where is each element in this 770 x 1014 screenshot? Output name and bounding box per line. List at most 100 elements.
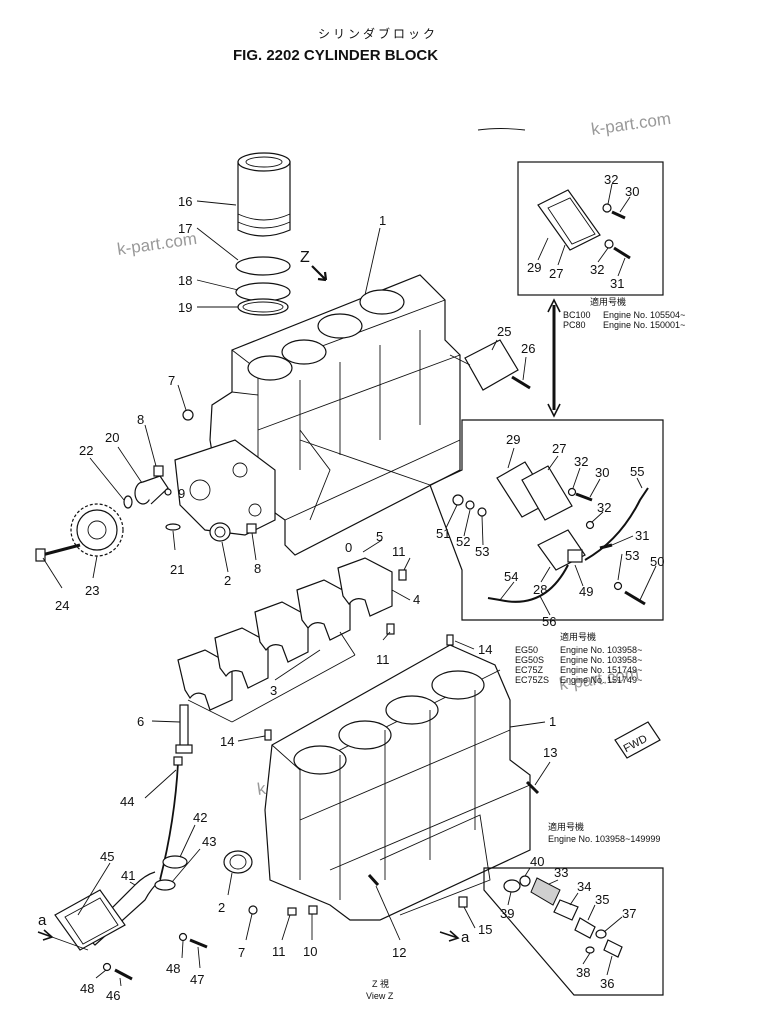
figure-title: FIG. 2202 CYLINDER BLOCK xyxy=(233,47,438,64)
bolt-46 xyxy=(114,968,133,981)
callout-50: 50 xyxy=(650,554,664,569)
washer-53 xyxy=(477,507,487,517)
cap-42 xyxy=(162,855,188,869)
callout-2: 2 xyxy=(224,573,231,588)
callout-29: 29 xyxy=(527,260,541,275)
callout-24: 24 xyxy=(55,598,69,613)
washer-48a xyxy=(178,932,188,942)
callout-9: 9 xyxy=(178,486,185,501)
side-cover-middle xyxy=(496,461,573,521)
bolt-11a xyxy=(398,569,407,581)
dowel-8 xyxy=(153,465,164,477)
model-pc80: PC80 xyxy=(563,320,586,330)
o-ring-19-inner xyxy=(242,301,284,313)
bushing-2 xyxy=(209,522,231,542)
callout-53: 53 xyxy=(625,548,639,563)
bushing-2-bore xyxy=(214,526,226,538)
callout-44: 44 xyxy=(120,794,134,809)
applicability-heading: 適用号機 xyxy=(548,821,584,832)
bolt-47 xyxy=(189,938,208,949)
gasket-39 xyxy=(503,879,521,893)
cylinder-block-lower xyxy=(264,644,531,921)
washer-32a xyxy=(602,203,612,213)
bushing-2b xyxy=(223,850,253,874)
callout-32: 32 xyxy=(574,454,588,469)
callout-35: 35 xyxy=(595,892,609,907)
breather-49 xyxy=(567,549,583,563)
callout-8: 8 xyxy=(137,412,144,427)
engine-range: Engine No. 151749~ xyxy=(560,665,642,675)
view-arrow xyxy=(311,265,328,282)
callout-11: 11 xyxy=(272,944,286,959)
connector-34 xyxy=(553,899,579,921)
callout-36: 36 xyxy=(600,976,614,991)
detail-box-top xyxy=(517,161,664,296)
main-bearing-caps xyxy=(177,557,393,711)
callout-20: 20 xyxy=(105,430,119,445)
callout-26: 26 xyxy=(521,341,535,356)
washer-32c xyxy=(567,487,577,497)
callout-30: 30 xyxy=(625,184,639,199)
bolt-14b xyxy=(264,729,272,741)
callout-37: 37 xyxy=(622,906,636,921)
view-label: View Z xyxy=(366,991,394,1001)
detail-box-middle xyxy=(429,419,664,621)
section-arrow-right xyxy=(439,930,460,942)
breather-tube-55 xyxy=(584,487,649,561)
cap-bolt-6 xyxy=(179,704,189,751)
callout-19: 19 xyxy=(178,300,192,315)
callout-34: 34 xyxy=(577,879,591,894)
section-letter-right: a xyxy=(461,929,470,946)
view-label-jp: Z 視 xyxy=(372,978,389,989)
cover-plate-25 xyxy=(464,339,519,391)
section-letter-left: a xyxy=(38,912,47,929)
pin-9 xyxy=(164,488,172,496)
callout-33: 33 xyxy=(554,865,568,880)
callout-54: 54 xyxy=(504,569,518,584)
o-ring-37 xyxy=(595,929,607,939)
callout-3: 3 xyxy=(270,683,277,698)
callout-1: 1 xyxy=(379,213,386,228)
callout-1: 1 xyxy=(549,714,556,729)
washer-32b xyxy=(604,239,614,249)
washer-32d xyxy=(585,520,595,530)
callout-10: 10 xyxy=(303,944,317,959)
bolt-24 xyxy=(41,543,81,557)
applicability-heading: 適用号機 xyxy=(560,631,596,642)
callout-52: 52 xyxy=(456,534,470,549)
plug-7 xyxy=(182,409,194,421)
gasket-52 xyxy=(465,500,475,510)
callout-4: 4 xyxy=(413,592,420,607)
alternative-arrow-heads xyxy=(547,298,561,418)
bolt-11b xyxy=(386,623,395,635)
cap-group-line xyxy=(231,631,356,723)
model-eg50: EG50 xyxy=(515,645,538,655)
bolt-30 xyxy=(611,210,626,220)
callout-2: 2 xyxy=(218,900,225,915)
callout-47: 47 xyxy=(190,972,204,987)
callout-31: 31 xyxy=(610,276,624,291)
fwd-indicator: FWD xyxy=(614,721,661,759)
bolt-30b xyxy=(575,492,593,502)
dowel-8b xyxy=(246,523,257,534)
gasket-43 xyxy=(154,879,176,891)
callout-43: 43 xyxy=(202,834,216,849)
breather-tube-54 xyxy=(487,564,569,603)
idler-shaft xyxy=(134,475,169,505)
decorative-stroke xyxy=(477,128,526,131)
watermark: k-part.com xyxy=(590,109,672,139)
callout-28: 28 xyxy=(533,582,547,597)
bolt-31 xyxy=(613,246,631,260)
cap-bolt-6-head xyxy=(175,744,193,754)
callout-15: 15 xyxy=(478,922,492,937)
callout-14: 14 xyxy=(220,734,234,749)
plug-12 xyxy=(367,873,380,887)
engine-range: Engine No. 150001~ xyxy=(603,320,685,330)
front-cover xyxy=(174,439,276,536)
o-ring-18 xyxy=(235,282,291,302)
idler-gear xyxy=(70,503,124,557)
o-ring-17 xyxy=(235,256,291,276)
model-ec75zs: EC75ZS xyxy=(515,675,549,685)
callout-32: 32 xyxy=(597,500,611,515)
